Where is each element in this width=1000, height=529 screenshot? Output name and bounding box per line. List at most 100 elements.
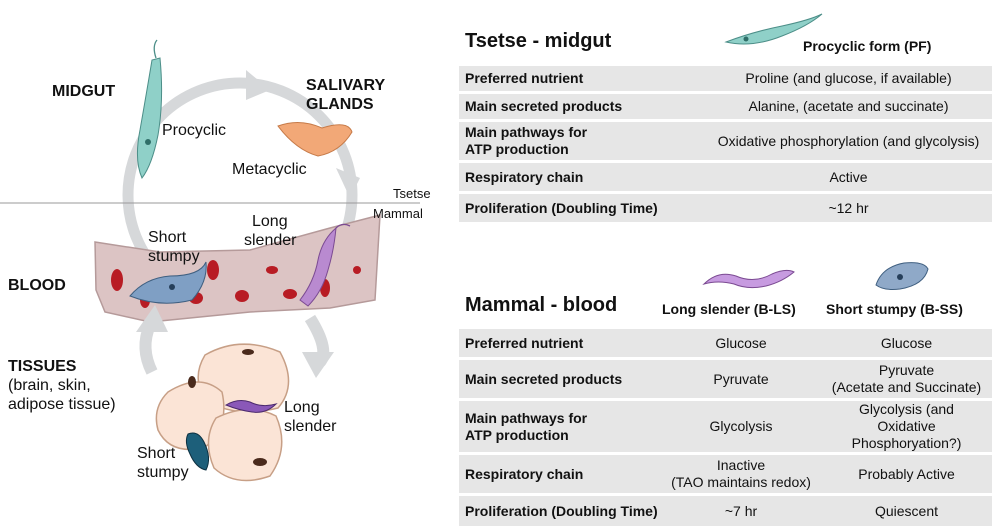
table-row: Proliferation (Doubling Time) ~12 hr <box>459 194 992 222</box>
row-label: Preferred nutrient <box>459 329 661 357</box>
long-slender-blood-label-line1: Long <box>252 213 288 230</box>
row-value: ~12 hr <box>705 194 992 222</box>
row-label-line: Respiratory chain <box>465 465 584 482</box>
row-label-line: ATP production <box>465 426 569 443</box>
long-slender-parasite-tissue <box>224 400 278 413</box>
row-value-long-slender: Inactive(TAO maintains redox) <box>661 455 821 493</box>
row-value-line: Pyruvate <box>878 362 935 378</box>
row-value-line: Inactive <box>716 457 766 473</box>
row-value-line: (Acetate and Succinate) <box>831 379 982 395</box>
tissues-label: TISSUES <box>8 358 77 375</box>
long-slender-form-icon <box>702 269 795 289</box>
row-value-line: Pyruvate <box>713 370 769 387</box>
procyclic-label: Procyclic <box>162 122 227 139</box>
table-row: Main secreted products Alanine, (acetate… <box>459 94 992 119</box>
table-row: Respiratory chain Inactive(TAO maintains… <box>459 455 992 493</box>
row-value-long-slender: Pyruvate <box>661 360 821 398</box>
row-value-line: Glucose <box>880 334 933 351</box>
row-label-line: Proliferation (Doubling Time) <box>465 502 658 519</box>
row-value-line: (TAO maintains redox) <box>671 474 811 490</box>
row-value-short-stumpy: Glucose <box>821 329 992 357</box>
row-label: Main secreted products <box>459 360 661 398</box>
row-value-long-slender: ~7 hr <box>661 496 821 526</box>
row-value: Oxidative phosphorylation (and glycolysi… <box>705 122 992 160</box>
row-value-line: Active <box>829 168 868 185</box>
row-value-line: Probably Active <box>858 465 955 482</box>
midgut-label: MIDGUT <box>52 83 116 100</box>
short-stumpy-blood-label-line2: stumpy <box>148 248 200 265</box>
cycle-arrow-up-left <box>139 322 158 375</box>
short-stumpy-tissue-label-line1: Short <box>137 445 176 462</box>
row-label-line: ATP production <box>465 141 569 157</box>
row-label: Respiratory chain <box>459 455 661 493</box>
long-slender-tissue-label-line2: slender <box>284 418 337 435</box>
row-value-line: Proline (and glucose, if available) <box>745 70 952 86</box>
mammal-table: Preferred nutrient Glucose Glucose Main … <box>459 326 992 529</box>
row-value: Active <box>705 163 992 191</box>
row-label-line: Proliferation (Doubling Time) <box>465 199 658 216</box>
mammal-table-title: Mammal - blood <box>465 294 618 316</box>
row-label-line: Main secreted products <box>465 370 623 387</box>
salivary-glands-label-line2: GLANDS <box>306 96 374 113</box>
row-value-line: Glycolysis (and <box>859 401 954 417</box>
cycle-arrowhead-top <box>246 70 270 100</box>
short-stumpy-blood-label-line1: Short <box>148 229 187 246</box>
life-cycle-diagram <box>0 39 420 482</box>
tissue-nuclei <box>188 349 267 466</box>
metacyclic-label: Metacyclic <box>232 161 307 178</box>
table-row: Preferred nutrient Glucose Glucose <box>459 329 992 357</box>
table-row: Main secreted products Pyruvate Pyruvate… <box>459 360 992 398</box>
row-value: Alanine, (acetate and succinate) <box>705 94 992 119</box>
long-slender-flagellum-blood <box>335 223 351 229</box>
row-label-line: Preferred nutrient <box>465 70 584 86</box>
blood-label: BLOOD <box>8 277 66 294</box>
cycle-arrowhead-down <box>302 352 334 378</box>
row-value-short-stumpy: Quiescent <box>821 496 992 526</box>
short-stumpy-nucleus-blood <box>169 284 175 290</box>
cycle-arrowhead-up <box>136 305 168 332</box>
table-row: Proliferation (Doubling Time) ~7 hr Quie… <box>459 496 992 526</box>
row-value-line: ~7 hr <box>724 502 758 519</box>
row-value-line: Alanine, (acetate and succinate) <box>748 98 949 114</box>
row-value-short-stumpy: Pyruvate(Acetate and Succinate) <box>821 360 992 398</box>
row-value-line: ~12 hr <box>828 199 869 216</box>
row-value-line: Oxidative phosphorylation (and glycolysi… <box>717 132 980 149</box>
red-blood-cells <box>111 260 361 308</box>
tissues-detail-line2: adipose tissue) <box>8 396 116 413</box>
row-value-long-slender: Glycolysis <box>661 401 821 452</box>
long-slender-blood-label-line2: slender <box>244 232 297 249</box>
procyclic-form-label: Procyclic form (PF) <box>803 38 932 54</box>
tissue-cells <box>155 343 290 482</box>
row-value-line: Glycolysis <box>709 418 773 434</box>
row-value-line: Glucose <box>715 334 767 351</box>
long-slender-parasite-blood <box>299 226 337 307</box>
short-stumpy-column-header: Short stumpy (B-SS) <box>826 301 963 317</box>
tsetse-table-title: Tsetse - midgut <box>465 30 612 52</box>
short-stumpy-form-icon <box>875 262 929 290</box>
row-label-line: Preferred nutrient <box>465 334 584 351</box>
procyclic-parasite <box>136 57 163 179</box>
row-label: Proliferation (Doubling Time) <box>459 194 705 222</box>
row-label-line: Main secreted products <box>465 98 623 114</box>
table-row: Respiratory chain Active <box>459 163 992 191</box>
row-label-line: Main pathways for <box>465 409 588 426</box>
table-row: Preferred nutrient Proline (and glucose,… <box>459 66 992 91</box>
procyclic-nucleus <box>145 139 151 145</box>
row-label-line: Main pathways for <box>465 124 588 140</box>
row-value-short-stumpy: Probably Active <box>821 455 992 493</box>
tsetse-table: Preferred nutrient Proline (and glucose,… <box>459 63 992 225</box>
tsetse-label: Tsetse <box>393 186 431 201</box>
short-stumpy-tissue-label-line2: stumpy <box>137 464 189 481</box>
row-value-line: Oxidative Phosphoryation?) <box>851 418 962 451</box>
row-label-line: Respiratory chain <box>465 168 584 185</box>
row-label: Proliferation (Doubling Time) <box>459 496 661 526</box>
row-label: Preferred nutrient <box>459 66 705 91</box>
row-label: Main secreted products <box>459 94 705 119</box>
salivary-glands-label-line1: SALIVARY <box>306 77 386 94</box>
short-stumpy-parasite-blood <box>129 261 207 304</box>
procyclic-flagellum <box>153 39 158 59</box>
